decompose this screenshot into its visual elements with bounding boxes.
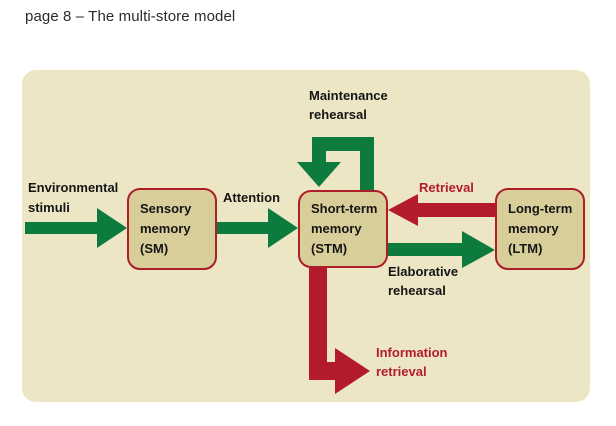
label-maintenance-rehearsal: Maintenance rehearsal bbox=[309, 88, 388, 122]
label-elaborative-rehearsal: Elaborative rehearsal bbox=[388, 264, 459, 298]
label-environmental-stimuli: Environmental stimuli bbox=[28, 180, 119, 215]
arrow-input-icon bbox=[25, 208, 127, 248]
box-sensory-memory: Sensory memory (SM) bbox=[127, 188, 217, 270]
arrow-information-retrieval-icon bbox=[309, 266, 370, 394]
arrow-retrieval-icon bbox=[388, 194, 495, 226]
arrow-maintenance-loop-icon bbox=[297, 137, 374, 190]
arrow-elaborative-icon bbox=[387, 231, 495, 268]
label-information-retrieval: Information retrieval bbox=[376, 345, 448, 379]
label-attention: Attention bbox=[223, 190, 281, 205]
label-retrieval: Retrieval bbox=[419, 180, 474, 195]
page-title: page 8 – The multi-store model bbox=[25, 8, 236, 25]
box-long-term-memory: Long-term memory (LTM) bbox=[495, 188, 585, 270]
arrow-attention-icon bbox=[217, 208, 298, 248]
box-short-term-memory: Short-term memory (STM) bbox=[298, 190, 388, 268]
